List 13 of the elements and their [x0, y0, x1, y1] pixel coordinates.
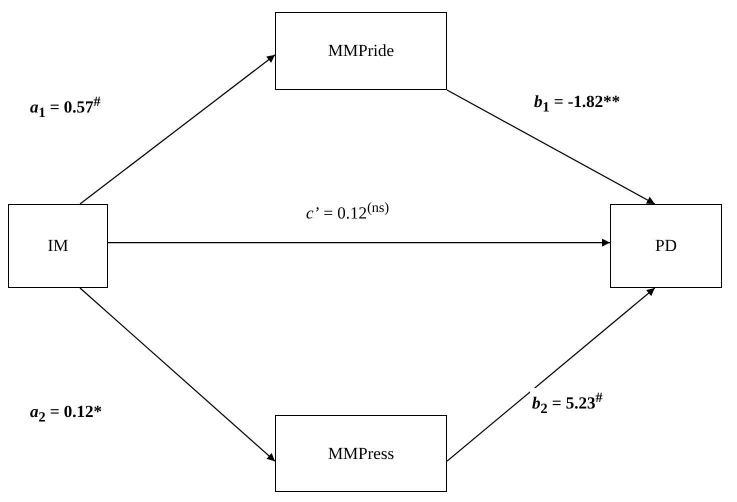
arrow — [108, 238, 610, 247]
arrow — [446, 288, 656, 462]
variable-box — [275, 415, 447, 492]
variable-name: PD — [655, 236, 677, 256]
arrow — [446, 89, 656, 205]
variable-box — [8, 204, 108, 288]
arrow — [80, 288, 276, 462]
variable-name: IM — [48, 236, 68, 256]
variable-box — [275, 12, 447, 90]
arrow — [80, 54, 276, 204]
variable-box — [610, 204, 722, 288]
variable-name: MMPride — [328, 41, 394, 61]
variable-name: MMPress — [328, 444, 394, 464]
